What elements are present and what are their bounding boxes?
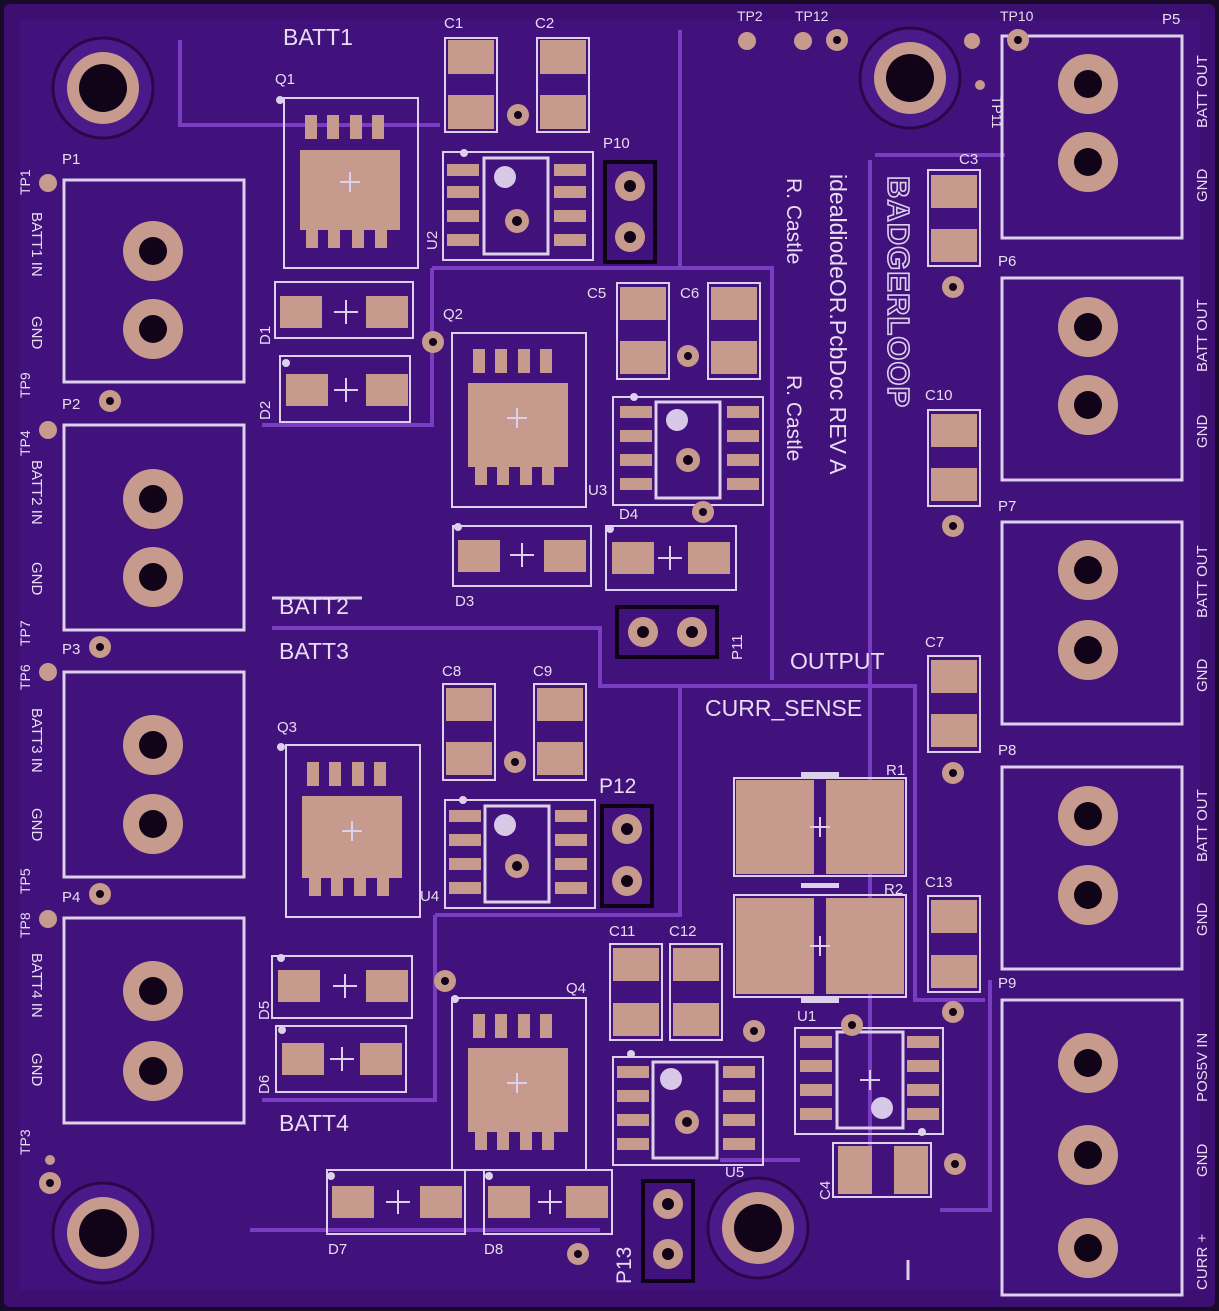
ref-p4: P4 bbox=[62, 889, 80, 906]
ref-d5: D5 bbox=[256, 1001, 273, 1020]
pin-p5-1: BATT OUT bbox=[1194, 55, 1211, 128]
pin-p9-2: GND bbox=[1194, 1144, 1211, 1178]
ref-c8: C8 bbox=[442, 663, 461, 680]
ref-d3: D3 bbox=[455, 593, 474, 610]
ref-c3: C3 bbox=[959, 151, 978, 168]
tp4-label: TP4 bbox=[17, 430, 33, 456]
pin-p1-2: GND bbox=[28, 316, 45, 350]
label-batt3: BATT3 bbox=[279, 638, 349, 664]
diodes bbox=[271, 281, 737, 1235]
test-point-pads bbox=[39, 29, 1029, 1265]
ref-p10: P10 bbox=[603, 135, 630, 152]
ref-p1: P1 bbox=[62, 151, 80, 168]
ref-q2: Q2 bbox=[443, 306, 463, 323]
ref-p2: P2 bbox=[62, 396, 80, 413]
pin-p4-1: BATT4 IN bbox=[28, 953, 45, 1018]
ref-d6: D6 bbox=[256, 1075, 273, 1094]
copper-traces bbox=[178, 30, 1005, 1232]
pin-p8-2: GND bbox=[1194, 903, 1211, 937]
label-batt1: BATT1 bbox=[283, 24, 353, 50]
ref-u1: U1 bbox=[797, 1008, 816, 1025]
tp2-label: TP2 bbox=[737, 8, 763, 24]
ref-d4: D4 bbox=[619, 506, 638, 523]
ref-p12: P12 bbox=[599, 775, 636, 798]
tp3-label: TP3 bbox=[17, 1129, 33, 1155]
tp6-label: TP6 bbox=[17, 664, 33, 690]
pin-p7-2: GND bbox=[1194, 659, 1211, 693]
ref-c2: C2 bbox=[535, 15, 554, 32]
ref-p9: P9 bbox=[998, 975, 1016, 992]
ref-c4: C4 bbox=[817, 1181, 834, 1200]
capacitors bbox=[442, 37, 981, 1198]
ref-d1: D1 bbox=[257, 326, 274, 345]
ref-c9: C9 bbox=[533, 663, 552, 680]
ref-p3: P3 bbox=[62, 641, 80, 658]
pin-p6-1: BATT OUT bbox=[1194, 299, 1211, 372]
ref-c6: C6 bbox=[680, 285, 699, 302]
tp9-label: TP9 bbox=[17, 372, 33, 398]
badgerloop-logo: BADGERLOOP bbox=[881, 176, 916, 408]
board-title: idealdiodeOR.PcbDoc REV A bbox=[825, 174, 851, 475]
pin-p3-2: GND bbox=[28, 808, 45, 842]
ref-p5: P5 bbox=[1162, 11, 1180, 28]
pin-p4-2: GND bbox=[28, 1053, 45, 1087]
label-batt2: BATT2 bbox=[279, 593, 349, 619]
pin-p1-1: BATT1 IN bbox=[28, 212, 45, 277]
ref-c5: C5 bbox=[587, 285, 606, 302]
tp5-label: TP5 bbox=[17, 868, 33, 894]
current-sense-resistors bbox=[733, 772, 907, 1003]
ref-p6: P6 bbox=[998, 253, 1016, 270]
left-connectors bbox=[62, 178, 246, 1125]
ref-u3: U3 bbox=[588, 482, 607, 499]
pin-p2-2: GND bbox=[28, 562, 45, 596]
tp7-label: TP7 bbox=[17, 620, 33, 646]
tp1-label: TP1 bbox=[17, 169, 33, 195]
section-lines bbox=[272, 596, 910, 1280]
ref-c10: C10 bbox=[925, 387, 953, 404]
label-output: OUTPUT bbox=[790, 648, 885, 674]
tp10-label: TP10 bbox=[1000, 8, 1034, 24]
ref-c12: C12 bbox=[669, 923, 697, 940]
ref-q4: Q4 bbox=[566, 980, 586, 997]
label-curr-sense: CURR_SENSE bbox=[705, 695, 862, 721]
pin-p9-3: CURR + bbox=[1194, 1234, 1211, 1290]
tp11-label: TP11 bbox=[989, 96, 1005, 129]
mosfets bbox=[276, 96, 587, 1171]
pin-p9-1: POS5V IN bbox=[1194, 1033, 1211, 1102]
pin-p8-1: BATT OUT bbox=[1194, 789, 1211, 862]
ref-u2: U2 bbox=[424, 231, 441, 250]
ref-r1: R1 bbox=[886, 762, 905, 779]
ref-c11: C11 bbox=[609, 923, 635, 940]
ref-u4: U4 bbox=[420, 888, 439, 905]
ref-u5: U5 bbox=[725, 1164, 744, 1181]
ref-c13: C13 bbox=[925, 874, 953, 891]
ref-q1: Q1 bbox=[275, 71, 295, 88]
right-connectors bbox=[1000, 34, 1184, 1297]
pin-p3-1: BATT3 IN bbox=[28, 708, 45, 773]
author-2: R. Castle bbox=[782, 375, 805, 461]
ref-d8: D8 bbox=[484, 1241, 503, 1258]
ref-p8: P8 bbox=[998, 742, 1016, 759]
ref-d2: D2 bbox=[257, 401, 274, 420]
ref-c1: C1 bbox=[444, 15, 463, 32]
ref-p11: P11 bbox=[729, 634, 746, 660]
ref-c7: C7 bbox=[925, 634, 944, 651]
pin-p6-2: GND bbox=[1194, 415, 1211, 449]
pin-p5-2: GND bbox=[1194, 169, 1211, 203]
ref-q3: Q3 bbox=[277, 719, 297, 736]
author-1: R. Castle bbox=[782, 178, 805, 264]
headers bbox=[600, 160, 719, 1283]
mounting-holes bbox=[51, 26, 962, 1285]
ref-d7: D7 bbox=[328, 1241, 347, 1258]
pin-p2-1: BATT2 IN bbox=[28, 460, 45, 525]
ref-p13: P13 bbox=[613, 1247, 636, 1284]
tp8-label: TP8 bbox=[17, 912, 33, 938]
tp12-label: TP12 bbox=[795, 8, 829, 24]
ics bbox=[442, 149, 944, 1166]
pin-p7-1: BATT OUT bbox=[1194, 545, 1211, 618]
ref-r2: R2 bbox=[884, 881, 903, 898]
label-batt4: BATT4 bbox=[279, 1110, 349, 1136]
ref-p7: P7 bbox=[998, 498, 1016, 515]
